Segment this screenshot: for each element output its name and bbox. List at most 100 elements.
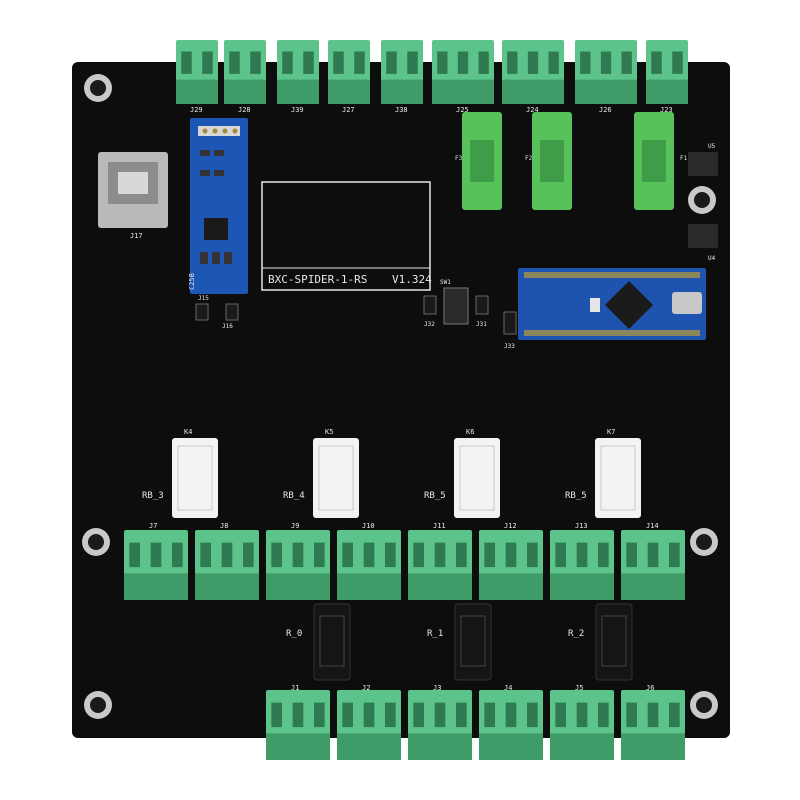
j33-label: J33 xyxy=(504,343,515,350)
fuse-f3-label: F3 xyxy=(455,155,463,162)
terminal-j29-label: J29 xyxy=(190,106,203,114)
jumper-j31 xyxy=(475,295,489,315)
relay-k5-ref: K5 xyxy=(325,428,333,436)
silkscreen-title-box: BXC-SPIDER-1-RS V1.324 xyxy=(261,181,432,291)
terminal-j5: J5 xyxy=(550,684,614,760)
mounting-holes xyxy=(82,74,718,719)
terminal-j28-label: J28 xyxy=(238,106,251,114)
terminal-j29: J29 xyxy=(176,40,218,114)
terminal-j6: J6 xyxy=(621,684,685,760)
arduino-nano xyxy=(518,268,706,340)
small-relay-1-label: R_1 xyxy=(427,629,443,639)
small-relay-1: R_1 xyxy=(427,603,492,681)
board-title: BXC-SPIDER-1-RS xyxy=(268,273,367,286)
relay-k5-label: RB_4 xyxy=(283,491,305,501)
terminal-j25: J25 xyxy=(432,40,494,114)
terminal-j27-label: J27 xyxy=(342,106,355,114)
fuse-f2-label: F2 xyxy=(525,155,533,162)
fuse-holders: F3 F2 F1 xyxy=(455,112,688,210)
usb-b-port: J17 xyxy=(98,152,168,240)
terminal-j7-label: J7 xyxy=(149,522,157,530)
terminal-j39: J39 xyxy=(277,40,319,114)
jumper-j16 xyxy=(225,303,239,321)
terminal-j7: J7 xyxy=(124,522,188,600)
relay-k4-ref: K4 xyxy=(184,428,192,436)
usb-ref-label: J17 xyxy=(130,232,143,240)
terminal-j4: J4 xyxy=(479,684,543,760)
sw1-label: SW1 xyxy=(440,279,451,286)
terminal-j14: J14 xyxy=(621,522,685,600)
terminal-j24-label: J24 xyxy=(526,106,539,114)
terminal-j8: J8 xyxy=(195,522,259,600)
j32-label: J32 xyxy=(424,321,435,328)
small-relay-0: R_0 xyxy=(286,603,351,681)
terminal-j38-label: J38 xyxy=(395,106,408,114)
terminal-j10: J10 xyxy=(337,522,401,600)
bottom-terminal-row: J1 J2 J3 J4 J5 J6 xyxy=(266,684,685,760)
top-terminal-row: J29 J28 J39 J27 J38 J25 J24 J26 J23 xyxy=(176,40,688,114)
terminal-j2: J2 xyxy=(337,684,401,760)
terminal-j14-label: J14 xyxy=(646,522,659,530)
terminal-j12-label: J12 xyxy=(504,522,517,530)
relay-k4-label: RB_3 xyxy=(142,491,164,501)
small-relay-2: R_2 xyxy=(568,603,633,681)
terminal-j3-label: J3 xyxy=(433,684,441,692)
u4-label: U4 xyxy=(708,255,716,262)
ic-u4 xyxy=(688,224,718,248)
terminal-j11-label: J11 xyxy=(433,522,446,530)
j31-label: J31 xyxy=(476,321,487,328)
jumper-j33 xyxy=(503,311,517,335)
small-relay-0-label: R_0 xyxy=(286,629,302,639)
terminal-j13-label: J13 xyxy=(575,522,588,530)
terminal-j1-label: J1 xyxy=(291,684,299,692)
terminal-j5-label: J5 xyxy=(575,684,583,692)
fuse-f1-label: F1 xyxy=(680,155,688,162)
terminal-j4-label: J4 xyxy=(504,684,512,692)
small-relay-2-label: R_2 xyxy=(568,629,584,639)
terminal-j2-label: J2 xyxy=(362,684,370,692)
terminal-j9-label: J9 xyxy=(291,522,299,530)
terminal-j26: J26 xyxy=(575,40,637,114)
j15-label: J15 xyxy=(198,295,209,302)
terminal-j9: J9 xyxy=(266,522,330,600)
terminal-j13: J13 xyxy=(550,522,614,600)
terminal-j10-label: J10 xyxy=(362,522,375,530)
relay-k6-label: RB_5 xyxy=(424,491,446,501)
j16-label: J16 xyxy=(222,323,233,330)
rs485-module: C25B xyxy=(188,118,248,294)
terminal-j25-label: J25 xyxy=(456,106,469,114)
relay-k7-label: RB_5 xyxy=(565,491,587,501)
terminal-j1: J1 xyxy=(266,684,330,760)
terminal-j3: J3 xyxy=(408,684,472,760)
terminal-j38: J38 xyxy=(381,40,423,114)
terminal-j8-label: J8 xyxy=(220,522,228,530)
jumper-j15 xyxy=(195,303,209,321)
module-label: C25B xyxy=(188,273,196,290)
terminal-j23: J23 xyxy=(646,40,688,114)
middle-terminal-row: J7 J8 J9 J10 J11 J12 J13 J14 xyxy=(124,522,685,600)
ic-u5 xyxy=(688,152,718,176)
dip-switch xyxy=(443,287,469,325)
terminal-j24: J24 xyxy=(502,40,564,114)
terminal-j11: J11 xyxy=(408,522,472,600)
terminal-j28: J28 xyxy=(224,40,266,114)
board-version: V1.324 xyxy=(392,273,432,286)
relay-k6-ref: K6 xyxy=(466,428,474,436)
terminal-j27: J27 xyxy=(328,40,370,114)
relay-k7-ref: K7 xyxy=(607,428,615,436)
small-relay-row: R_0 R_1 R_2 xyxy=(286,603,633,681)
terminal-j26-label: J26 xyxy=(599,106,612,114)
terminal-j23-label: J23 xyxy=(660,106,673,114)
u5-label: U5 xyxy=(708,143,716,150)
terminal-j6-label: J6 xyxy=(646,684,654,692)
terminal-j12: J12 xyxy=(479,522,543,600)
jumper-j32 xyxy=(423,295,437,315)
terminal-j39-label: J39 xyxy=(291,106,304,114)
